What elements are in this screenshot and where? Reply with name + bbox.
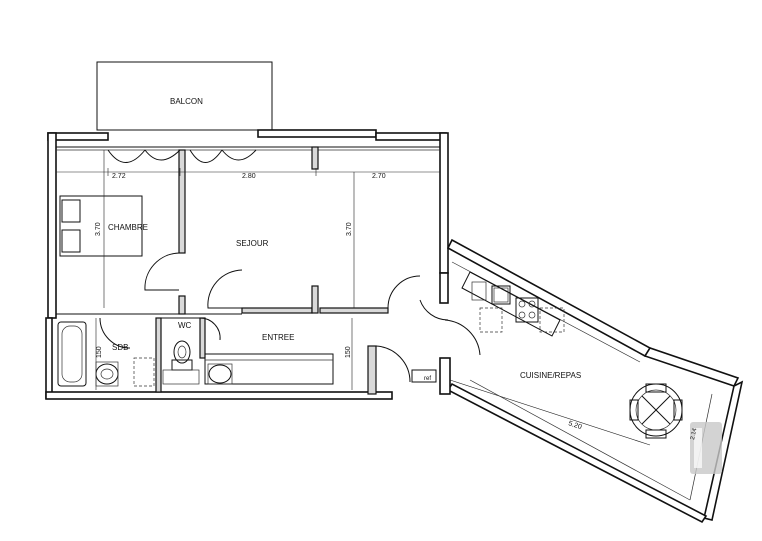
room-label-chambre: CHAMBRE [108, 223, 148, 232]
dim-sejour-depth: 3.70 [346, 222, 353, 236]
balcony [96, 61, 273, 131]
room-label-sejour: SEJOUR [236, 239, 269, 248]
dim-cuisine-right: 2.14 [690, 427, 698, 440]
room-label-wc: WC [178, 321, 192, 330]
bathroom-fixtures [57, 321, 155, 387]
dim-chambre-depth: 3.70 [95, 222, 102, 236]
room-label-cuisine: CUISINE/REPAS [520, 371, 581, 380]
dim-right-width: 2.70 [372, 173, 386, 180]
bed [59, 195, 143, 257]
doors [99, 149, 481, 383]
dim-sejour-width: 2.80 [242, 173, 256, 180]
watermark-logo [690, 422, 722, 474]
kitchen-wing [411, 238, 744, 524]
room-label-balcon: BALCON [170, 97, 203, 106]
dim-cuisine-length: 5.20 [567, 420, 582, 431]
room-label-entree: ENTREE [262, 333, 294, 342]
ref-label: ref [424, 376, 431, 382]
interior-walls [56, 146, 440, 395]
dining-table [629, 383, 683, 439]
dimension-lines [56, 150, 651, 446]
kitchen-fixtures [461, 271, 565, 337]
room-label-sdb: SDB [112, 343, 128, 352]
wc-fixtures [162, 340, 233, 385]
dim-entree-depth: 150 [345, 346, 352, 358]
dim-sdb-depth: 150 [96, 346, 103, 358]
outer-walls [45, 129, 449, 400]
dim-chambre-width: 2.72 [112, 173, 126, 180]
